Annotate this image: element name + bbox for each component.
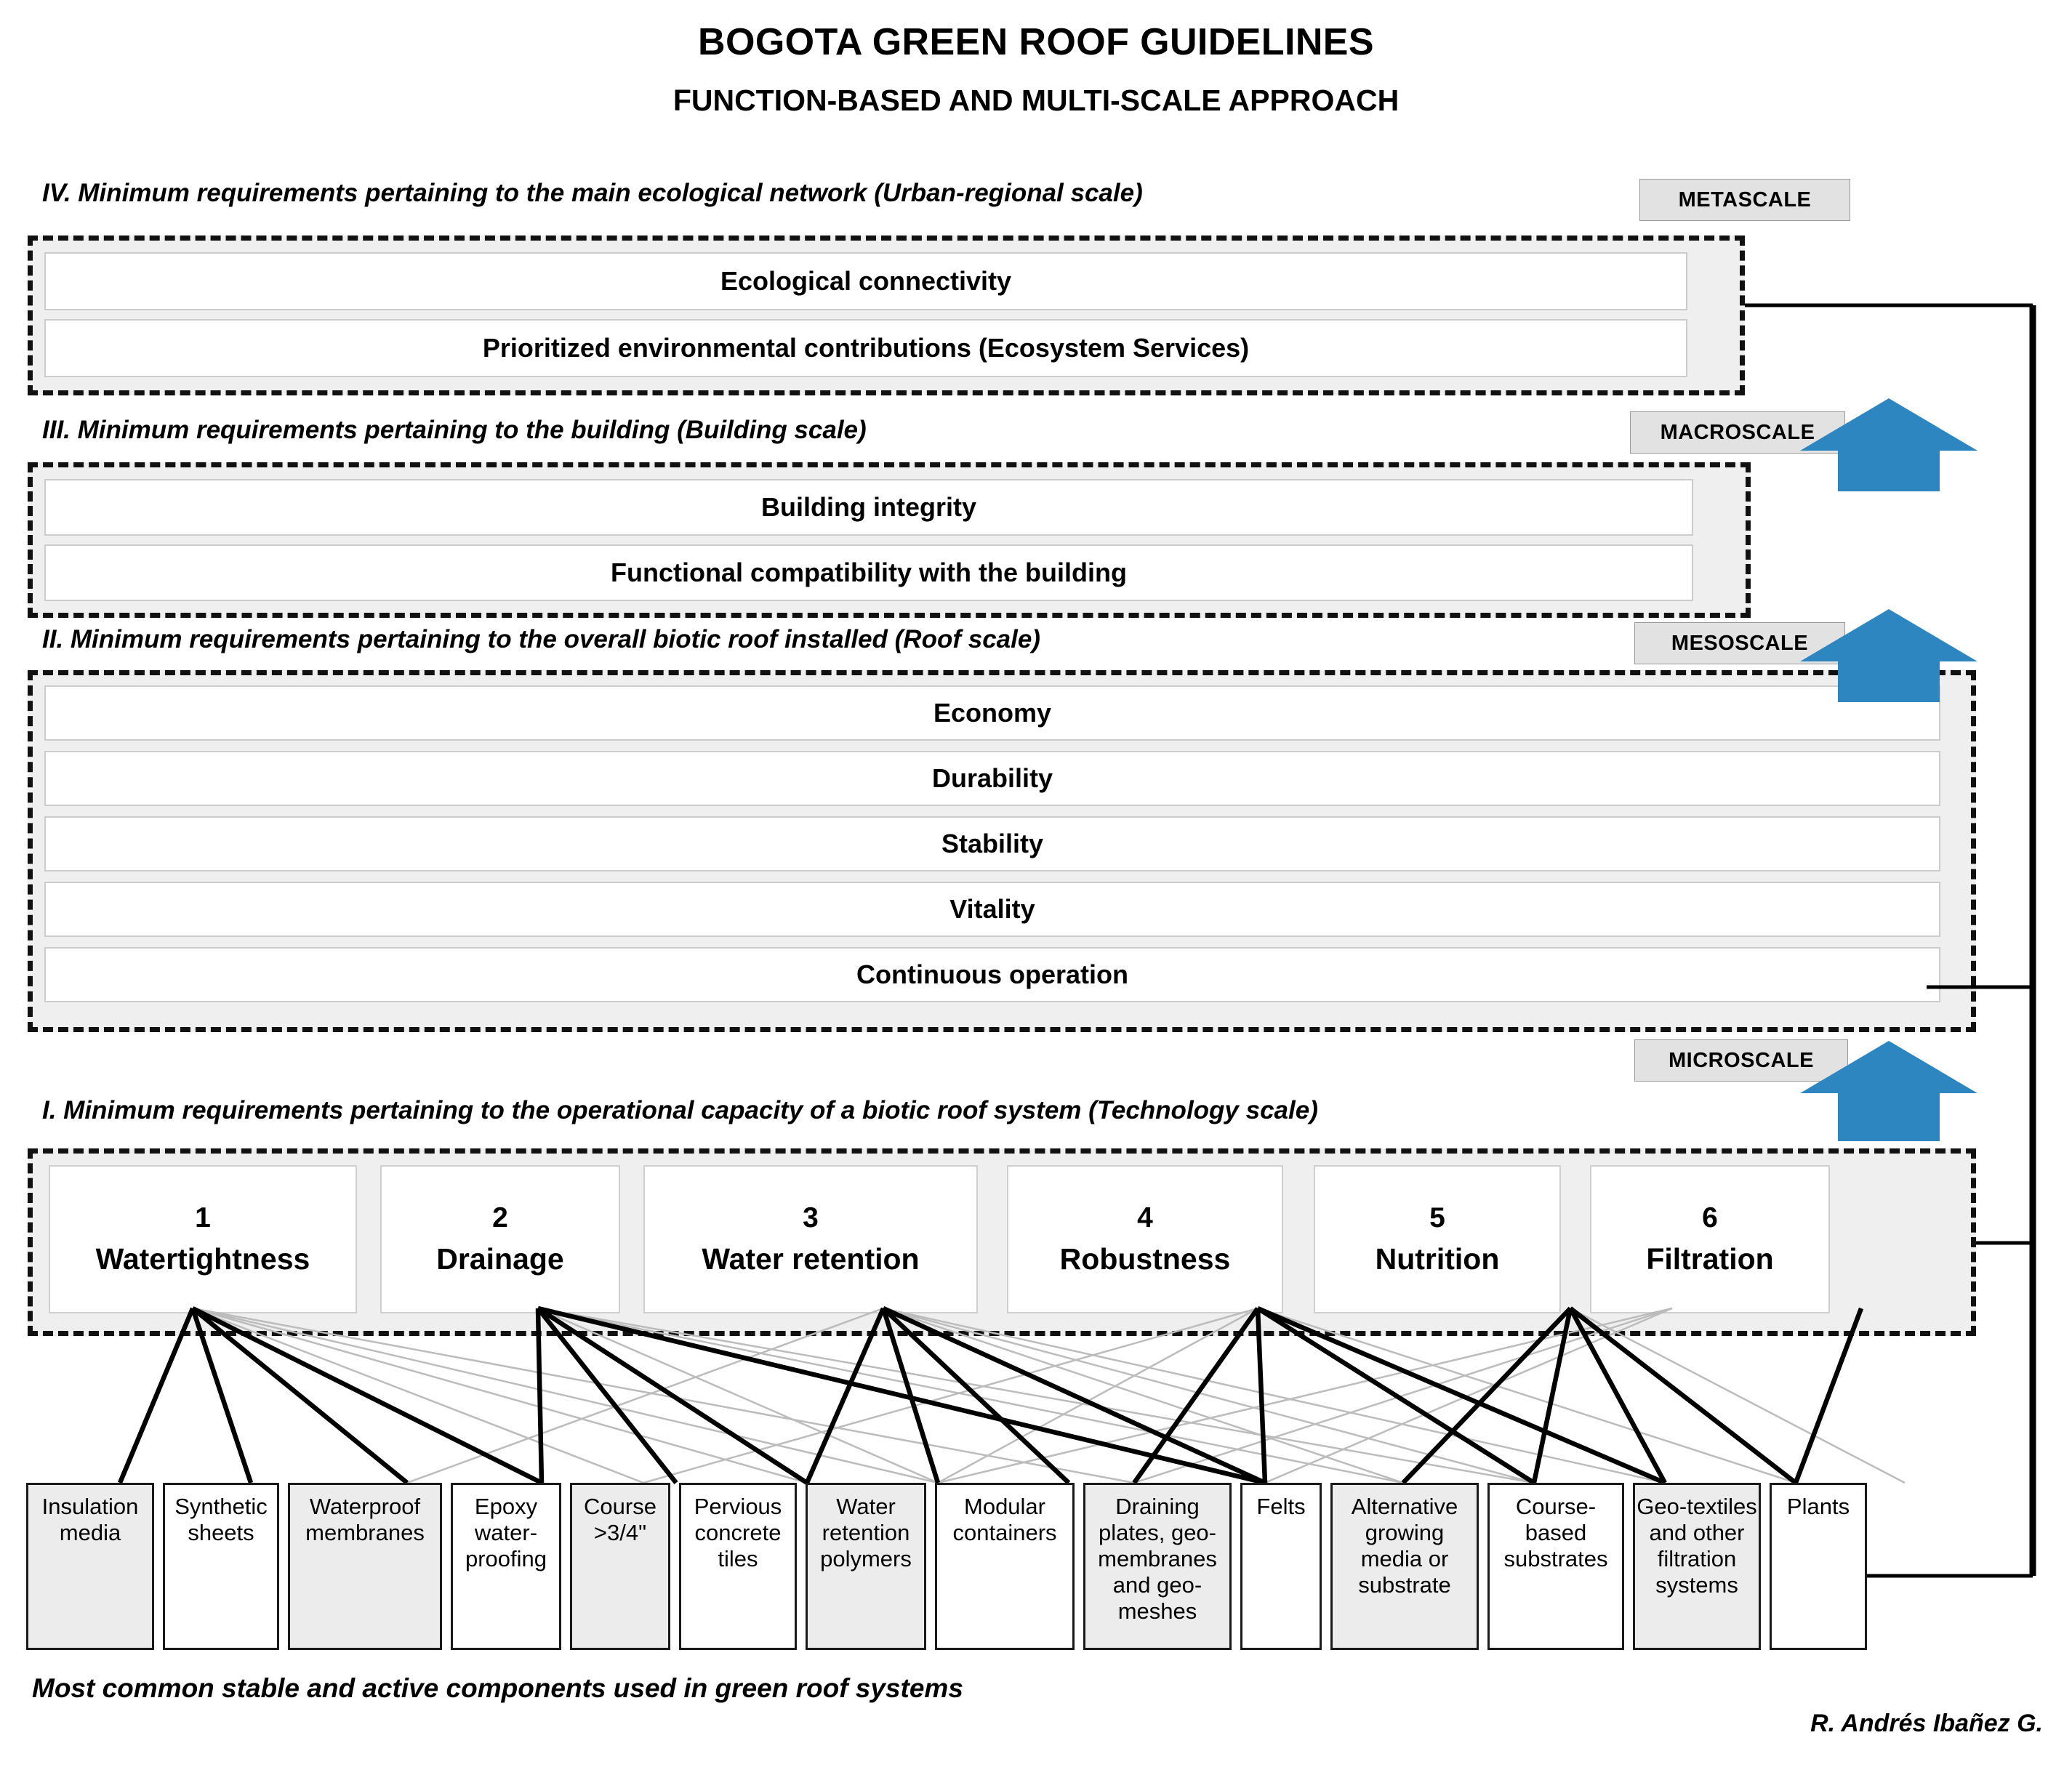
components-caption: Most common stable and active components… [32, 1673, 963, 1703]
function-label: Nutrition [1375, 1241, 1500, 1276]
author-signature: R. Andrés Ibañez G. [1810, 1710, 2043, 1737]
requirement-row: Continuous operation [44, 947, 1940, 1002]
panel-mesoscale: Economy Durability Stability Vitality Co… [28, 670, 1976, 1032]
page-title: BOGOTA GREEN ROOF GUIDELINES [698, 21, 1374, 63]
requirement-row: Vitality [44, 882, 1940, 937]
function-box-2[interactable]: 2 Drainage [380, 1165, 620, 1313]
function-number: 2 [492, 1202, 508, 1233]
function-number: 6 [1702, 1202, 1718, 1233]
component-box[interactable]: Course >3/4" [570, 1483, 670, 1650]
component-box[interactable]: Epoxy water-proofing [451, 1483, 561, 1650]
function-number: 3 [803, 1202, 819, 1233]
badge-metascale: METASCALE [1639, 179, 1850, 221]
function-box-5[interactable]: 5 Nutrition [1314, 1165, 1561, 1313]
panel-metascale: Ecological connectivity Prioritized envi… [28, 236, 1745, 395]
function-box-6[interactable]: 6 Filtration [1590, 1165, 1830, 1313]
function-label: Filtration [1646, 1241, 1774, 1276]
requirement-row: Durability [44, 751, 1940, 806]
component-box[interactable]: Synthetic sheets [163, 1483, 279, 1650]
requirement-row: Ecological connectivity [44, 252, 1687, 310]
component-box[interactable]: Insulation media [26, 1483, 154, 1650]
section-heading-ii: II. Minimum requirements pertaining to t… [42, 625, 1040, 653]
page-subtitle: FUNCTION-BASED AND MULTI-SCALE APPROACH [672, 84, 1400, 117]
function-number: 5 [1429, 1202, 1445, 1233]
function-label: Water retention [702, 1241, 920, 1276]
component-box[interactable]: Geo-textiles and other filtration system… [1633, 1483, 1761, 1650]
component-box[interactable]: Course-based substrates [1487, 1483, 1624, 1650]
section-heading-iii: III. Minimum requirements pertaining to … [42, 416, 867, 444]
component-box[interactable]: Felts [1240, 1483, 1322, 1650]
function-box-1[interactable]: 1 Watertightness [49, 1165, 357, 1313]
function-label: Watertightness [95, 1241, 310, 1276]
requirement-row: Functional compatibility with the buildi… [44, 544, 1693, 601]
badge-mesoscale: MESOSCALE [1634, 622, 1845, 664]
requirement-row: Building integrity [44, 479, 1693, 536]
panel-macroscale: Building integrity Functional compatibil… [28, 462, 1751, 618]
function-number: 4 [1137, 1202, 1153, 1233]
component-box[interactable]: Alternative growing media or substrate [1330, 1483, 1479, 1650]
function-number: 1 [195, 1202, 211, 1233]
function-label: Drainage [436, 1241, 564, 1276]
badge-macroscale: MACROSCALE [1630, 411, 1845, 454]
section-heading-iv: IV. Minimum requirements pertaining to t… [42, 179, 1143, 207]
component-box[interactable]: Pervious concrete tiles [679, 1483, 797, 1650]
component-box[interactable]: Draining plates, geo-membranes and geo-m… [1083, 1483, 1232, 1650]
component-box[interactable]: Plants [1770, 1483, 1867, 1650]
requirement-row: Economy [44, 685, 1940, 741]
component-box[interactable]: Waterproof membranes [288, 1483, 442, 1650]
requirement-row: Prioritized environmental contributions … [44, 319, 1687, 377]
function-box-4[interactable]: 4 Robustness [1007, 1165, 1283, 1313]
badge-microscale: MICROSCALE [1634, 1039, 1848, 1082]
requirement-row: Stability [44, 816, 1940, 872]
component-box[interactable]: Modular containers [935, 1483, 1075, 1650]
function-label: Robustness [1059, 1241, 1231, 1276]
component-box[interactable]: Water retention polymers [806, 1483, 926, 1650]
function-box-3[interactable]: 3 Water retention [643, 1165, 978, 1313]
panel-microscale: 1 Watertightness 2 Drainage 3 Water rete… [28, 1148, 1976, 1336]
section-heading-i: I. Minimum requirements pertaining to th… [42, 1096, 1318, 1124]
